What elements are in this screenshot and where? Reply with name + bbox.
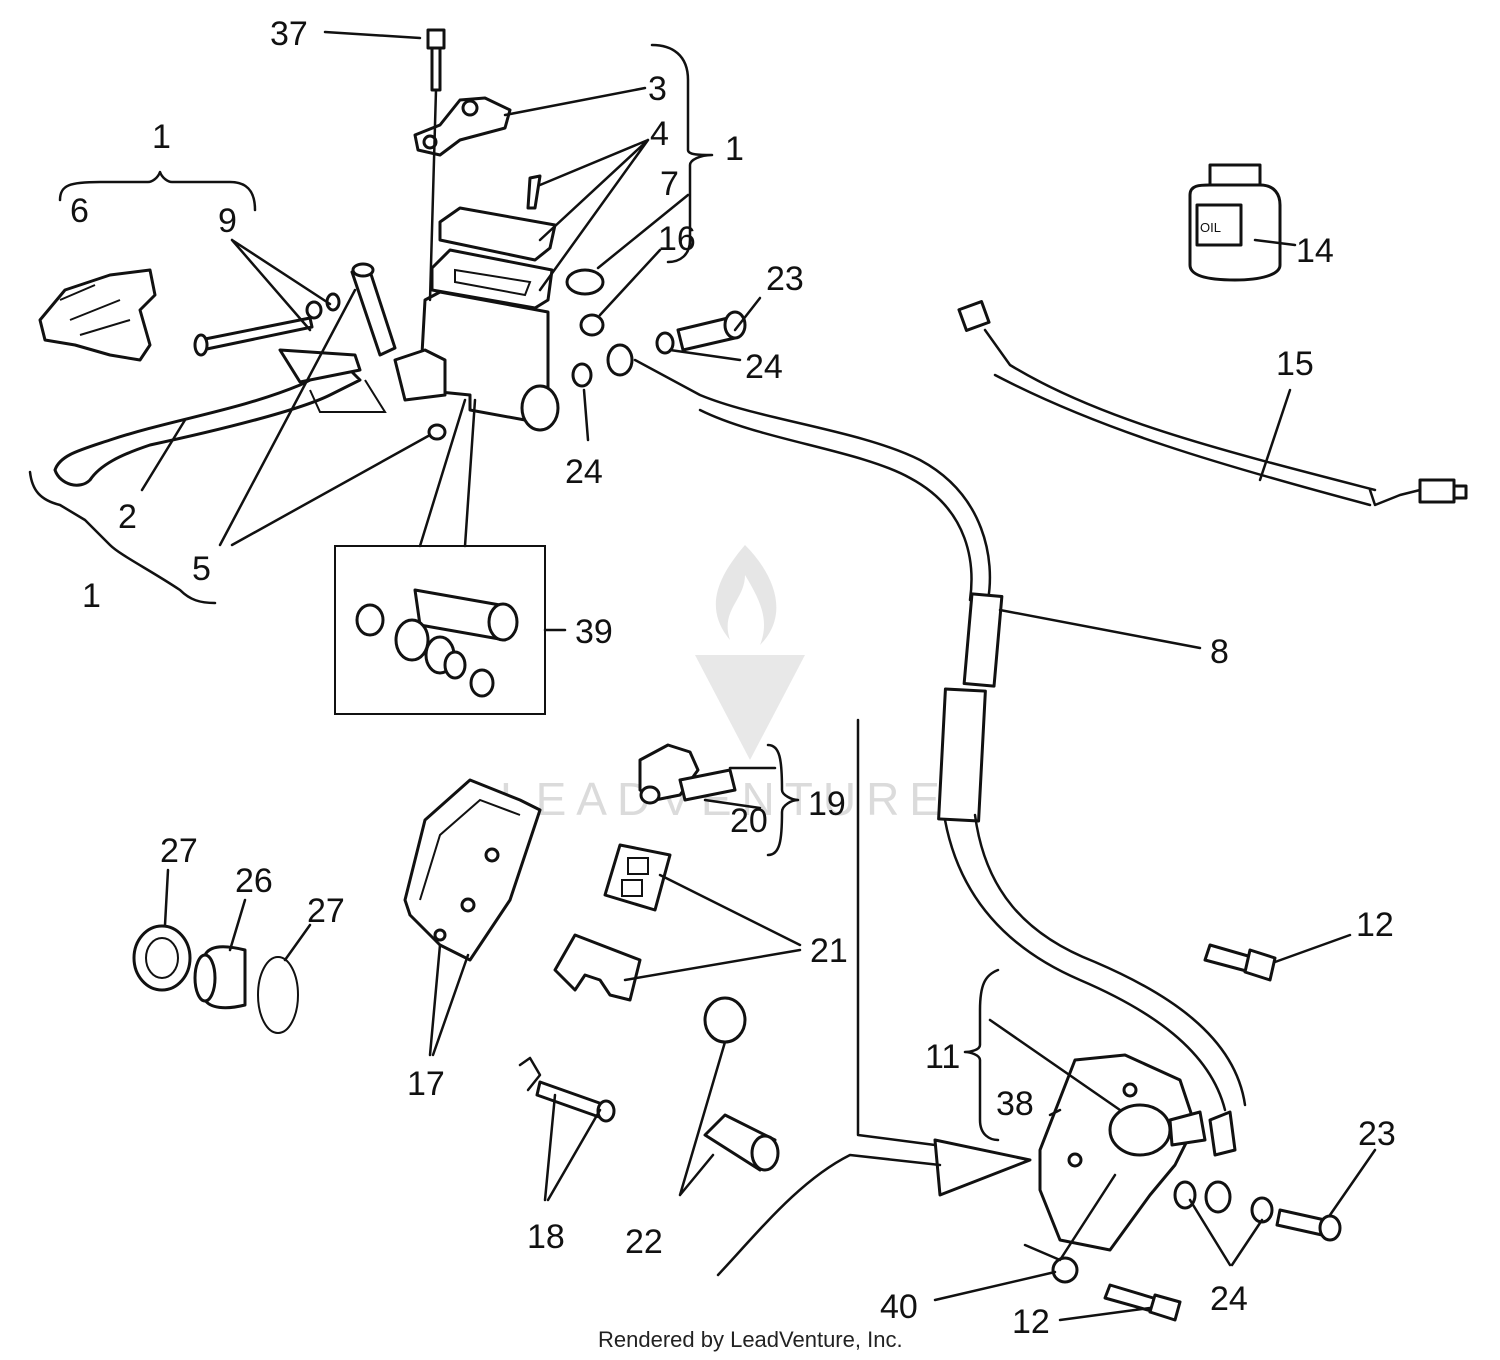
brake-hose	[633, 358, 1247, 1112]
brake-switch-wire	[957, 300, 1468, 507]
label-19: 19	[808, 785, 846, 823]
caliper-parts	[132, 743, 780, 1172]
caliper-assembly	[1038, 943, 1342, 1322]
label-9: 9	[218, 202, 237, 240]
label-7: 7	[660, 165, 679, 203]
label-23-top: 23	[766, 260, 804, 298]
label-3: 3	[648, 70, 667, 108]
handlebar-clamp	[413, 96, 512, 157]
label-21: 21	[810, 932, 848, 970]
label-12-bottom: 12	[1012, 1303, 1050, 1341]
label-6: 6	[70, 192, 89, 230]
bottle-label: OIL	[1200, 220, 1221, 235]
label-27-left: 27	[160, 832, 198, 870]
caliper-body	[1038, 1053, 1197, 1252]
label-40: 40	[880, 1288, 918, 1326]
master-cylinder	[393, 28, 747, 432]
label-4: 4	[650, 115, 669, 153]
label-12-top: 12	[1356, 906, 1394, 944]
label-1-top-right: 1	[725, 130, 744, 168]
brake-pads	[403, 778, 542, 962]
brake-lever	[53, 363, 362, 487]
label-14: 14	[1296, 232, 1334, 270]
brake-lever-assembly	[38, 262, 447, 487]
label-5: 5	[192, 550, 211, 588]
label-24-bottom: 24	[1210, 1280, 1248, 1318]
label-24-top: 24	[745, 348, 783, 386]
footer-credit: Rendered by LeadVenture, Inc.	[598, 1327, 903, 1352]
label-11: 11	[925, 1038, 960, 1076]
repair-kit-box	[334, 545, 546, 715]
label-15: 15	[1276, 345, 1314, 383]
label-26: 26	[235, 862, 273, 900]
label-22: 22	[625, 1223, 663, 1261]
brake-fluid-bottle: OIL	[1188, 163, 1282, 282]
watermark: LEADVENTURE	[500, 545, 940, 825]
label-17: 17	[407, 1065, 445, 1103]
label-27-right: 27	[307, 892, 345, 930]
label-20: 20	[730, 802, 768, 840]
label-38: 38	[996, 1085, 1034, 1123]
label-1-bottom-left: 1	[82, 577, 101, 615]
label-8: 8	[1210, 633, 1229, 671]
label-18: 18	[527, 1218, 565, 1256]
label-39: 39	[575, 613, 613, 651]
label-23-bottom: 23	[1358, 1115, 1396, 1153]
label-37: 37	[270, 15, 308, 53]
lever-guard	[38, 268, 157, 362]
label-24-mid: 24	[565, 453, 603, 491]
part-labels: 37 3 1 4 1 7 6 9 16 14 23 24 15 24 2 5 1…	[70, 15, 1396, 1341]
label-16: 16	[658, 220, 696, 258]
label-1-top-left: 1	[152, 118, 171, 156]
leader-lines	[28, 30, 1377, 1322]
label-2: 2	[118, 498, 137, 536]
